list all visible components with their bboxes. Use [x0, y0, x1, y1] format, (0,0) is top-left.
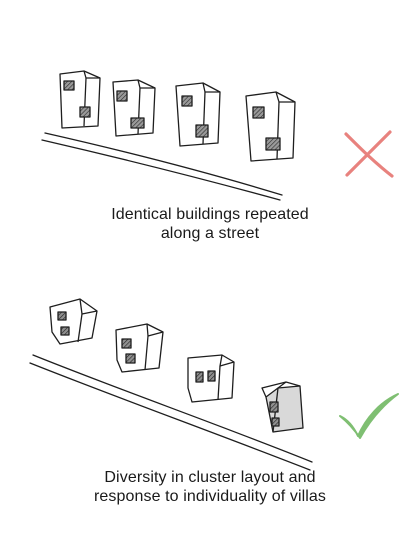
diverse-cluster-panel: Diversity in cluster layout and response… [0, 280, 420, 560]
building [112, 79, 156, 137]
caption-line: Identical buildings repeated [111, 206, 309, 223]
street [29, 354, 313, 471]
street [41, 132, 283, 201]
identical-buildings-panel: Identical buildings repeated along a str… [0, 0, 420, 255]
building [245, 91, 296, 162]
check-icon [339, 393, 399, 439]
top-caption: Identical buildings repeated along a str… [0, 205, 420, 243]
cross-icon [344, 130, 394, 178]
diverse-cluster-sketch [29, 298, 313, 471]
villa [49, 298, 98, 345]
bottom-caption: Diversity in cluster layout and response… [0, 468, 420, 506]
villa [187, 354, 235, 403]
building [175, 82, 221, 147]
caption-line: along a street [160, 225, 260, 242]
building [59, 70, 101, 129]
villa [261, 381, 304, 433]
caption-line: Diversity in cluster layout and [104, 469, 316, 486]
caption-line: response to individuality of villas [93, 488, 327, 505]
identical-buildings-sketch [41, 70, 296, 201]
villa [115, 323, 164, 373]
